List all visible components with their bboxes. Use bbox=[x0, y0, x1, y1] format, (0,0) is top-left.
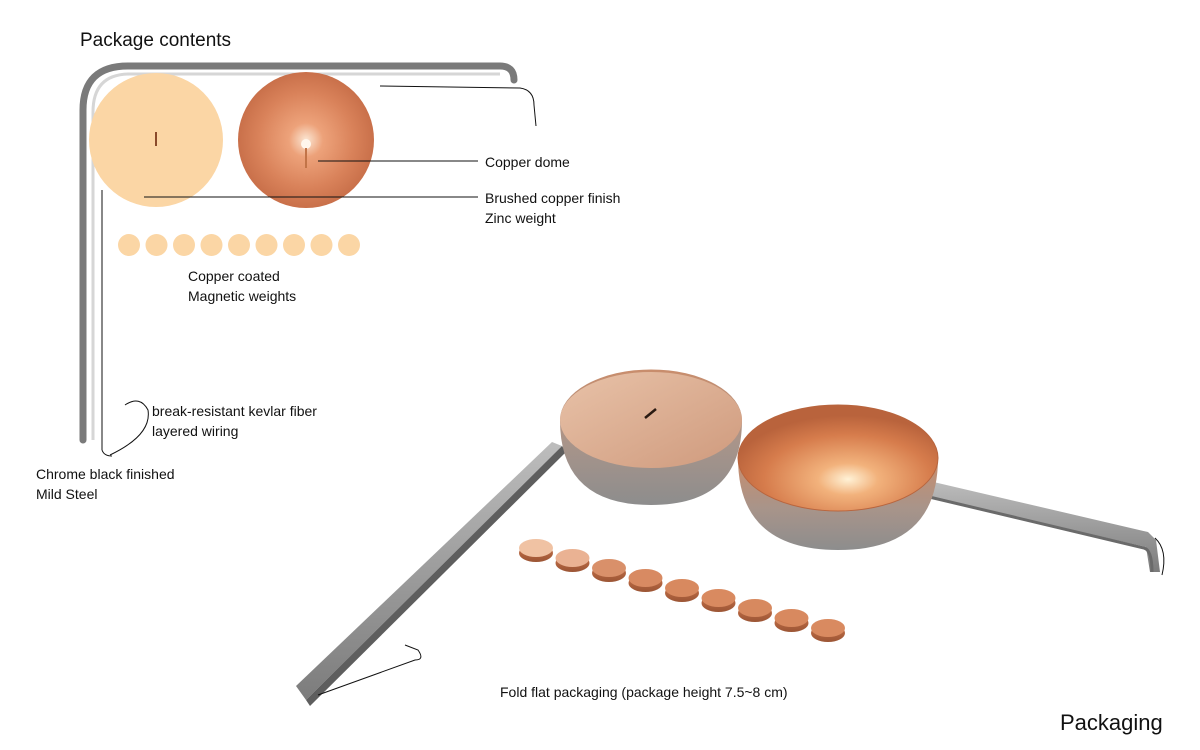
magnetic-weight bbox=[145, 234, 168, 256]
label-magnetic-weights: Copper coated Magnetic weights bbox=[188, 266, 296, 306]
section-title-package-contents: Package contents bbox=[80, 30, 232, 51]
magnetic-weight bbox=[200, 234, 223, 256]
zinc-weight-disc bbox=[89, 73, 223, 207]
magnetic-weight bbox=[173, 234, 195, 256]
leader-line-wiring bbox=[101, 449, 113, 457]
label-weights-line1: Copper coated bbox=[188, 268, 280, 284]
section-title-packaging: Packaging bbox=[1060, 710, 1163, 735]
copper-dome-top-view bbox=[238, 72, 374, 208]
magnetic-weight bbox=[811, 619, 845, 642]
magnetic-weights-perspective bbox=[519, 539, 845, 642]
label-steel-line2: Mild Steel bbox=[36, 486, 98, 502]
label-kevlar-wiring: break-resistant kevlar fiber layered wir… bbox=[152, 401, 317, 441]
label-weights-line2: Magnetic weights bbox=[188, 288, 297, 304]
magnetic-weight bbox=[628, 569, 663, 592]
leader-lines-top bbox=[109, 160, 478, 456]
label-fold-flat: Fold flat packaging (package height 7.5~… bbox=[500, 682, 788, 702]
magnetic-weight bbox=[228, 234, 250, 256]
magnetic-weight bbox=[255, 234, 278, 256]
label-finish-line1: Brushed copper finish bbox=[485, 190, 621, 206]
steel-frame-top-view bbox=[79, 62, 537, 450]
copper-dome-closed bbox=[560, 369, 743, 505]
magnetic-weight bbox=[118, 234, 140, 256]
magnetic-weight bbox=[738, 599, 772, 622]
label-finish-line2: Zinc weight bbox=[485, 210, 556, 226]
magnetic-weight bbox=[519, 539, 553, 562]
label-fold-flat-text: Fold flat packaging (package height 7.5~… bbox=[500, 684, 788, 700]
copper-dome-open bbox=[737, 404, 939, 550]
magnetic-weight bbox=[310, 234, 333, 256]
label-wire-line2: layered wiring bbox=[152, 423, 239, 439]
magnetic-weight bbox=[283, 234, 305, 256]
magnetic-weight bbox=[592, 559, 626, 582]
magnetic-weight bbox=[701, 589, 736, 612]
magnetic-weights-top-view bbox=[118, 234, 360, 256]
label-mild-steel: Chrome black finished Mild Steel bbox=[36, 464, 175, 504]
label-wire-line1: break-resistant kevlar fiber bbox=[152, 403, 317, 419]
label-steel-line1: Chrome black finished bbox=[36, 466, 175, 482]
label-copper-dome: Copper dome bbox=[485, 152, 570, 172]
magnetic-weight bbox=[338, 234, 360, 256]
label-copper-finish: Brushed copper finish Zinc weight bbox=[485, 188, 620, 228]
magnetic-weight bbox=[774, 609, 809, 632]
label-copper-dome-text: Copper dome bbox=[485, 154, 570, 170]
magnetic-weight bbox=[555, 549, 590, 572]
steel-frame-perspective bbox=[296, 442, 1165, 706]
magnetic-weight bbox=[665, 579, 699, 602]
